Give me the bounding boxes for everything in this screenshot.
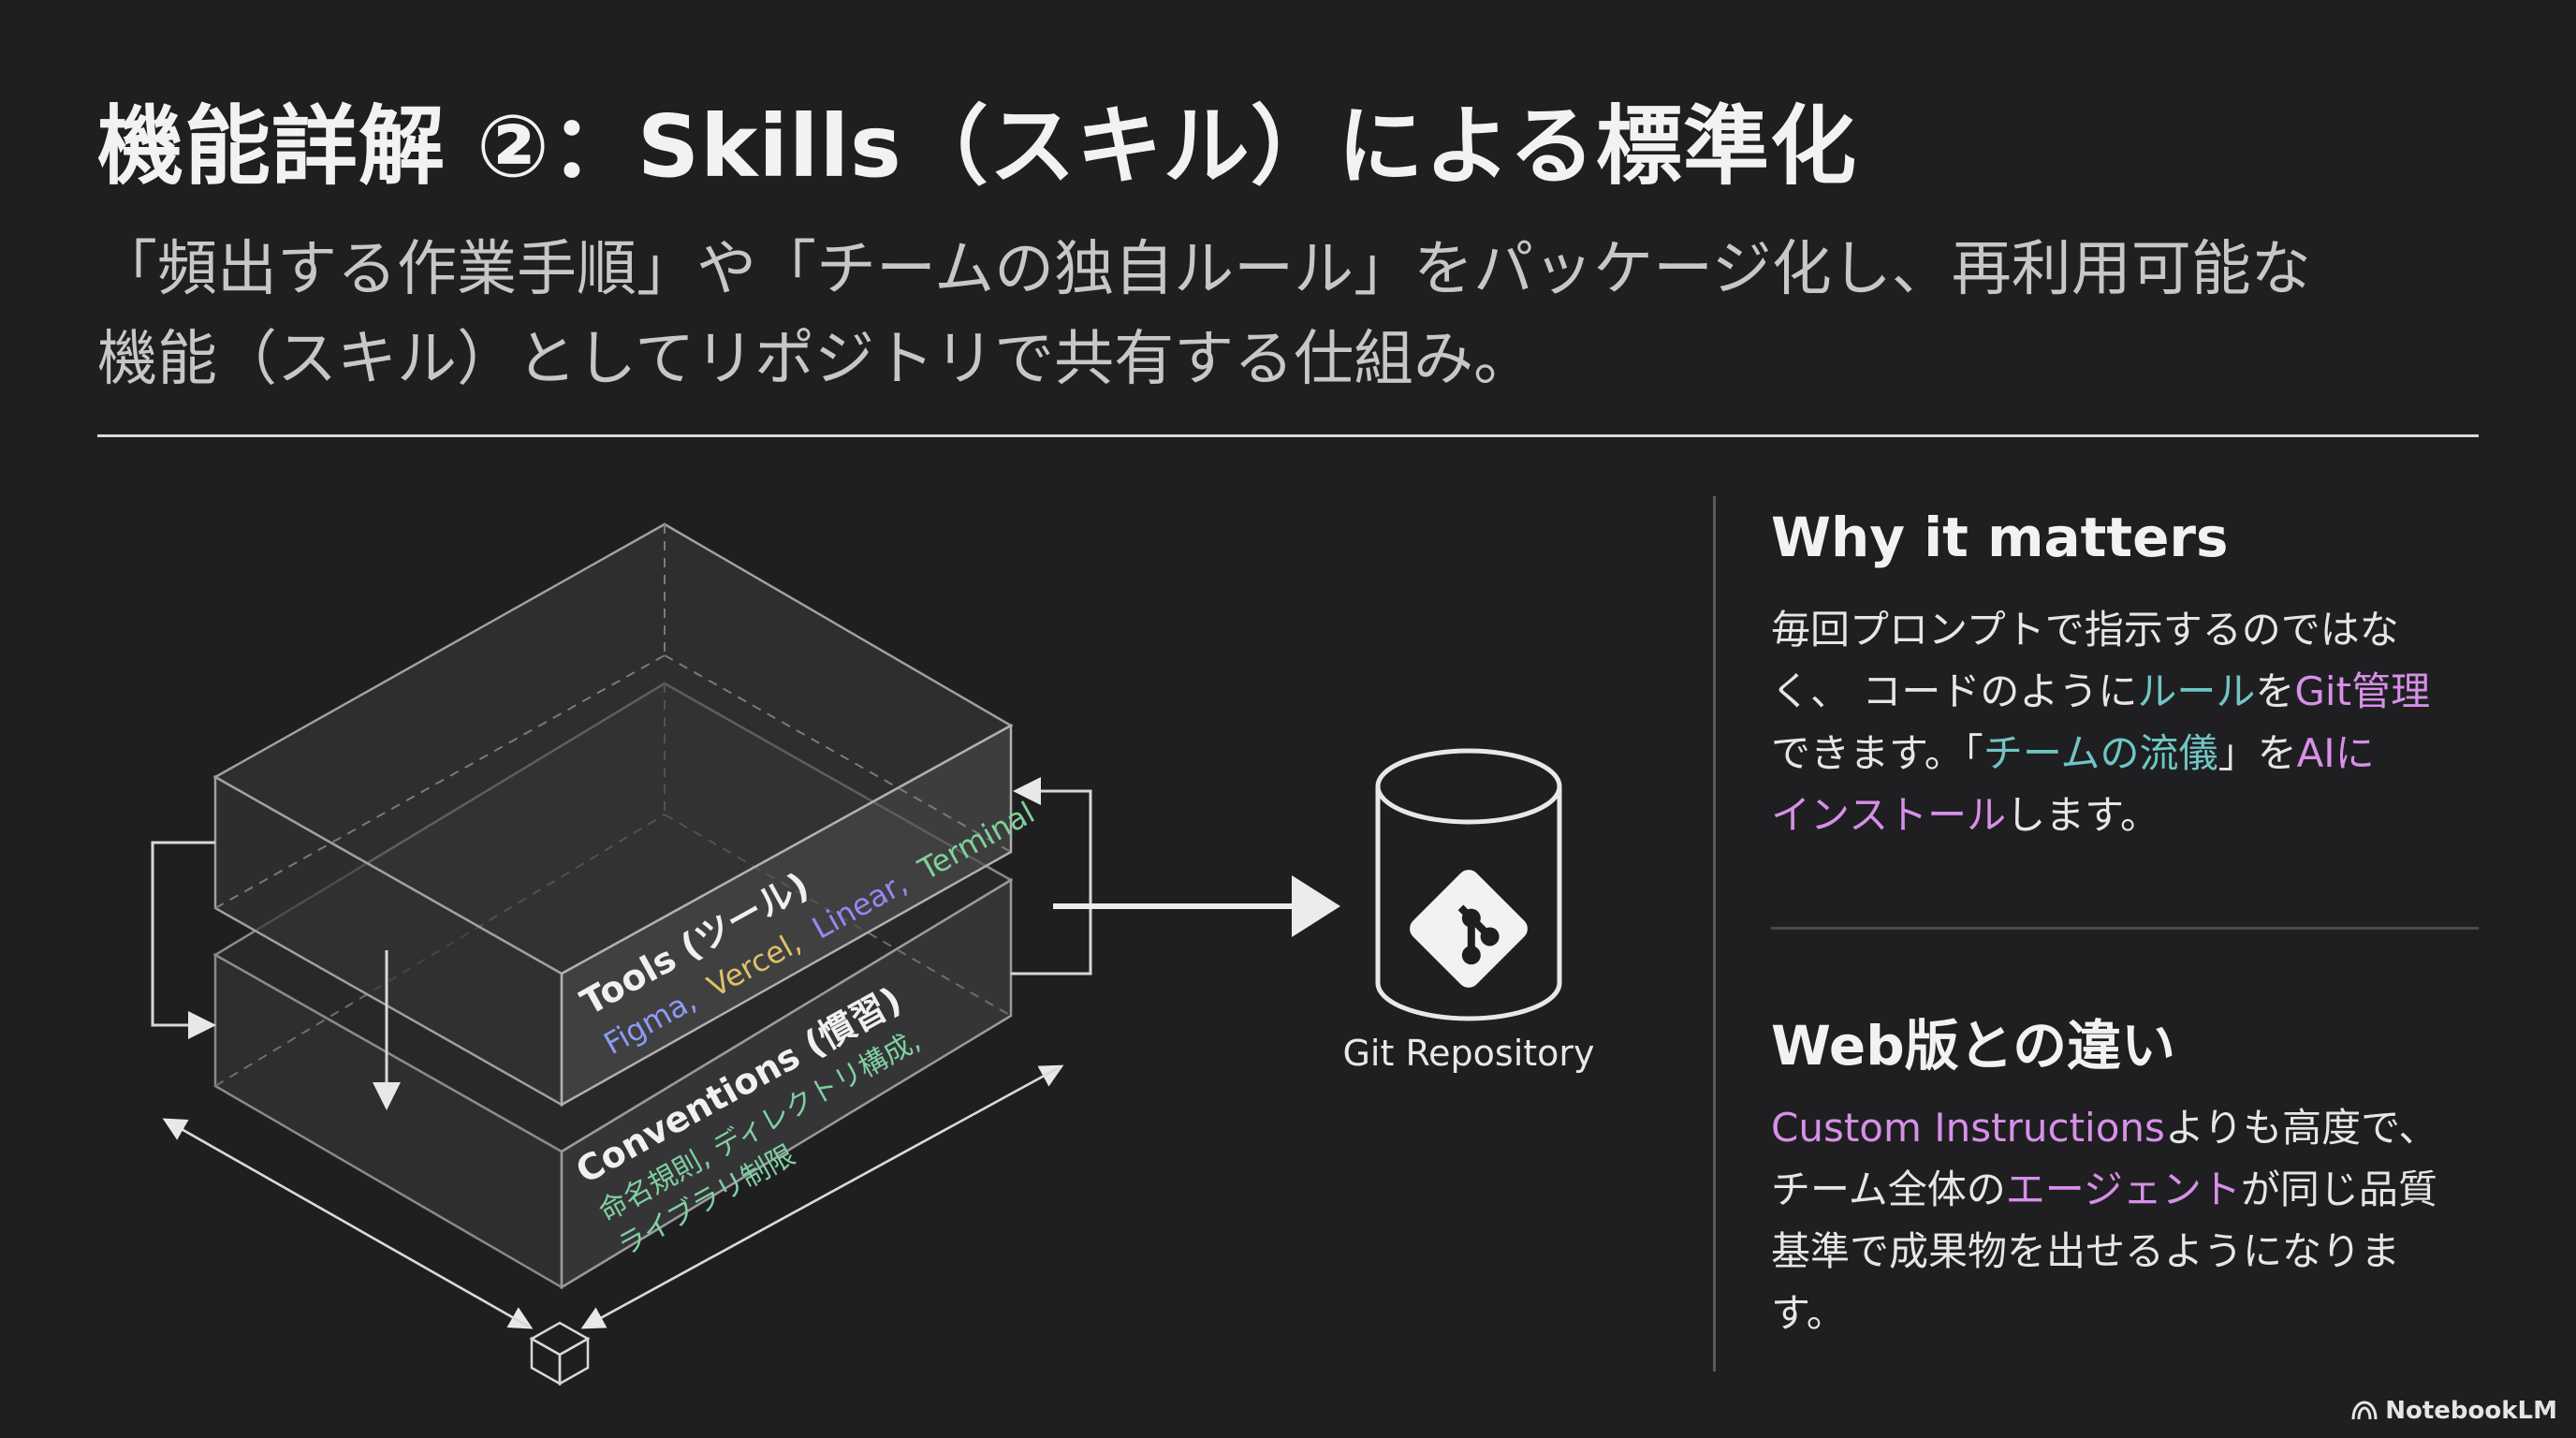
why-text-b: を xyxy=(2255,668,2295,714)
push-arrow xyxy=(1053,875,1340,937)
why-highlight-git: Git管理 xyxy=(2294,668,2431,714)
why-text-e: します。 xyxy=(2006,792,2159,838)
page-subtitle: 「頻出する作業手順」や「チームの独自ルール」をパッケージ化し、再利用可能な 機能… xyxy=(97,225,2494,404)
why-highlight-team-style: チームの流儀 xyxy=(1983,730,2218,776)
web-body: Custom Instructionsよりも高度で、 チーム全体のエージェントが… xyxy=(1771,1097,2482,1344)
why-body: 毎回プロンプトで指示するのではな く、 コードのようにルールをGit管理 できま… xyxy=(1771,599,2482,846)
notebooklm-logo-icon xyxy=(2351,1401,2378,1420)
watermark: NotebookLM xyxy=(2351,1397,2557,1425)
why-text-a: く、 コードのように xyxy=(1771,668,2138,714)
why-highlight-ai: AIに xyxy=(2296,730,2375,776)
why-line-3: できます。「チームの流儀」をAIに xyxy=(1771,723,2482,785)
dimension-arrow-left-reverse xyxy=(162,1118,530,1328)
subtitle-line-1: 「頻出する作業手順」や「チームの独自ルール」をパッケージ化し、再利用可能な xyxy=(97,235,2311,304)
column-divider xyxy=(1713,496,1716,1372)
why-text-d: 」を xyxy=(2217,730,2297,776)
web-line-2: チーム全体のエージェントが同じ品質 xyxy=(1771,1159,2482,1221)
why-heading: Why it matters xyxy=(1771,506,2229,569)
git-logo-icon xyxy=(1410,870,1528,988)
web-text-b: チーム全体の xyxy=(1771,1167,2006,1212)
web-text-c: が同じ品質 xyxy=(2240,1167,2437,1212)
why-highlight-install: インストール xyxy=(1771,792,2007,838)
why-line-4: インストールします。 xyxy=(1771,785,2482,846)
header-divider xyxy=(97,434,2479,437)
git-repository-label: Git Repository xyxy=(1342,1033,1594,1074)
why-highlight-rules: ルール xyxy=(2137,668,2256,714)
skills-diagram: Tools (ツール) Figma, Vercel, Linear, Termi… xyxy=(151,522,1595,1387)
web-text-a: よりも高度で、 xyxy=(2164,1105,2438,1151)
why-line-2: く、 コードのようにルールをGit管理 xyxy=(1771,661,2482,723)
tools-box xyxy=(212,522,1014,1108)
web-highlight-custom-instructions: Custom Instructions xyxy=(1771,1105,2165,1151)
small-cube-icon xyxy=(529,1321,591,1387)
why-text-c: できます。「 xyxy=(1771,730,1983,776)
left-bracket-arrow xyxy=(151,841,216,1039)
web-line-4: す。 xyxy=(1771,1290,1846,1336)
git-repository-icon xyxy=(1375,748,1562,1021)
right-bracket-arrow xyxy=(1011,777,1092,976)
web-line-3: 基準で成果物を出せるようになりま xyxy=(1771,1228,2401,1274)
web-line-1: Custom Instructionsよりも高度で、 xyxy=(1771,1097,2482,1159)
page-title: 機能詳解 ②：Skills（スキル）による標準化 xyxy=(97,96,1857,197)
dimension-arrow-right-reverse xyxy=(580,1065,1061,1329)
subtitle-line-2: 機能（スキル）としてリポジトリで共有する仕組み。 xyxy=(97,325,1534,394)
watermark-text: NotebookLM xyxy=(2385,1397,2557,1425)
section-divider xyxy=(1771,927,2479,930)
web-highlight-agent: エージェント xyxy=(2005,1167,2241,1212)
web-heading: Web版との違い xyxy=(1771,1014,2176,1078)
why-line-1: 毎回プロンプトで指示するのではな xyxy=(1771,607,2399,653)
